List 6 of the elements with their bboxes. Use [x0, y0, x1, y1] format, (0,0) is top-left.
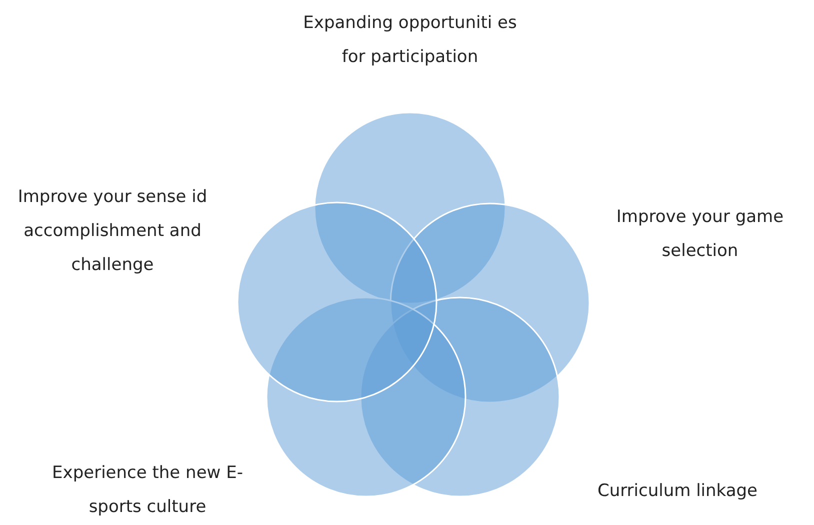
circle-caption: Curriculum linkage	[596, 480, 759, 503]
circle-caption: Expanding opportuniti es for participation	[302, 12, 518, 69]
circle-caption: Improve your sense id accomplishment and challenge	[16, 186, 208, 277]
circle-caption: Improve your game selection	[615, 206, 785, 263]
venn-circle	[236, 201, 438, 403]
circle-caption: Experience the new E-sports culture	[51, 462, 244, 519]
